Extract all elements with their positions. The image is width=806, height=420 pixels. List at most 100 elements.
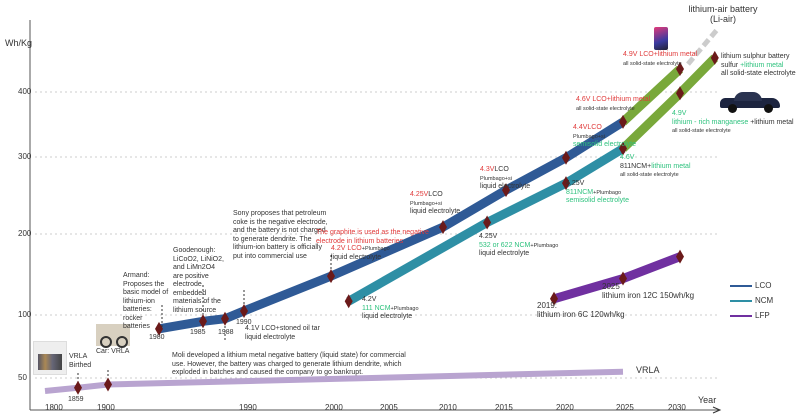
lfp-data-marker xyxy=(619,271,627,286)
ncm-data-marker xyxy=(344,294,353,309)
annotation-line: sulfur +lithium metal xyxy=(721,62,806,71)
year-label-1980: 1980 xyxy=(149,334,165,341)
annotation-text: 4.9V LCO+lithium metal xyxy=(623,51,698,58)
smartphone-image xyxy=(654,27,668,50)
lco-data-marker xyxy=(619,114,627,129)
annotation-text: +Plumbago xyxy=(390,305,419,312)
annotation-text: Sony proposes that petroleum coke is the… xyxy=(233,210,328,260)
annotation-line: 4.6V LCO+lithium metal xyxy=(576,96,686,105)
annotation-line: lithium-air battery xyxy=(688,4,758,14)
annotation-line: 4.4VLCO xyxy=(573,124,673,133)
annotation-text: semisolid electrolyte xyxy=(573,141,637,148)
annotation-line: Plumbago+si xyxy=(573,133,673,142)
annotation-text: all solid-state electrolyte xyxy=(672,128,731,134)
annotation-line: all solid-state electrolyte xyxy=(623,60,733,69)
ncm-data-marker xyxy=(676,86,684,101)
annotation-line: 811NCM+Plumbago xyxy=(566,189,666,198)
annotation-line: semisolid electrolyte xyxy=(573,141,673,150)
y-tick-label: 400 xyxy=(18,87,32,96)
legend-label: NCM xyxy=(755,296,774,305)
y-axis-label: Wh/Kg xyxy=(5,38,33,48)
lco-data-marker xyxy=(676,62,684,77)
legend-swatch xyxy=(730,314,752,317)
data-marker xyxy=(104,377,112,392)
y-tick-label: 200 xyxy=(18,229,32,238)
annotation-text: 811NCM xyxy=(566,188,594,196)
annotation-text: 4.6V LCO+lithium metal xyxy=(576,96,651,103)
legend-item-lfp: LFP xyxy=(730,311,770,320)
x-tick-label: 2030 xyxy=(668,403,686,412)
vintage-car-image xyxy=(96,324,130,348)
annotation-text: liquid electrolyte xyxy=(331,253,382,261)
annotation-text: all solid-state electrolyte xyxy=(721,70,796,77)
annotation-sony: Sony proposes that petroleum coke is the… xyxy=(233,210,333,261)
annotation-line: liquid electrolyte xyxy=(245,334,365,343)
lco-data-marker xyxy=(439,220,447,235)
annotation-text: liquid electrolyte xyxy=(245,333,296,341)
annotation-line: Car: VRLA xyxy=(96,348,156,357)
annotation-line: all solid-state electrolyte xyxy=(721,70,806,79)
annotation-line: 4.1V LCO+stoned oil tar xyxy=(245,325,365,334)
annotation-text: LCO xyxy=(494,166,509,173)
annotation-lco-46: 4.6V LCO+lithium metal all solid-state el… xyxy=(576,96,686,113)
annotation-text: 4.6V xyxy=(620,154,635,161)
annotation-graphite: The graphite is used as the negative ele… xyxy=(316,229,456,246)
lfp-data-marker xyxy=(550,291,558,306)
annotation-line: 4.9V xyxy=(672,110,802,119)
annotation-text: Goodenough: LiCoO2, LiNiO2, and LiMn2O4 … xyxy=(173,247,224,314)
annotation-line: 4.2V LCO+Plumbago xyxy=(331,245,451,254)
ncm-data-marker xyxy=(710,50,719,65)
ncm-series-line xyxy=(346,144,626,306)
annotation-text: 4.3V xyxy=(480,166,495,173)
annotation-line: Goodenough: LiCoO2, LiNiO2, and LiMn2O4 … xyxy=(173,247,227,315)
annotation-text: all solid-state electrolyte xyxy=(576,105,635,112)
annotation-text: Plumbago+si xyxy=(480,175,512,182)
annotation-text: Proposes the basic model of lithium-ion … xyxy=(123,280,169,331)
x-tick-label: 2025 xyxy=(616,403,634,412)
annotation-text: 4.25V xyxy=(566,180,585,187)
lco-data-marker xyxy=(199,314,207,329)
annotation-text: lithium iron 6C 120wh/kg xyxy=(537,310,625,319)
annotation-text: 4.1V LCO+stoned oil tar xyxy=(245,325,320,332)
x-tick-label: 2000 xyxy=(325,403,343,412)
annotation-text: 4.2V xyxy=(362,296,377,303)
x-tick-label: 1990 xyxy=(239,403,257,412)
annotation-line: Moli developed a lithium metal negative … xyxy=(172,352,407,378)
vrla-series-label: VRLA xyxy=(636,365,660,375)
annotation-line: 4.6V xyxy=(620,154,730,163)
annotation-line: liquid electrolyte xyxy=(362,313,482,322)
x-axis-label: Year xyxy=(698,395,717,405)
annotation-line: all solid-state electrolyte xyxy=(672,127,802,136)
annotation-line: all solid-state electrolyte xyxy=(576,105,686,114)
vrla-series-line xyxy=(44,368,624,394)
data-marker xyxy=(74,380,82,395)
annotation-line: VRLA xyxy=(69,353,109,362)
lco-data-marker xyxy=(155,321,163,336)
year-label-1985: 1985 xyxy=(190,329,206,336)
x-tick-label: 2015 xyxy=(495,403,513,412)
legend-label: LFP xyxy=(755,311,770,320)
annotation-lco-49: 4.9V LCO+lithium metal all solid-state el… xyxy=(623,51,733,68)
annotation-text: LCO xyxy=(428,191,443,198)
annotation-text: lithium - rich manganese xyxy=(672,118,751,126)
annotation-text: 532 or 622 NCM xyxy=(479,241,531,249)
annotation-text: 4.4VLCO xyxy=(573,124,602,131)
annotation-text: Plumbago+si xyxy=(573,133,605,140)
annotation-line: 111 NCM+Plumbago xyxy=(362,305,482,314)
year-label-1988: 1988 xyxy=(218,329,234,336)
annotation-moli: Moli developed a lithium metal negative … xyxy=(172,352,407,378)
y-tick-label: 300 xyxy=(18,152,32,161)
annotation-line: lithium iron 6C 120wh/kg xyxy=(537,310,657,319)
annotation-text: liquid electrolyte xyxy=(362,313,413,320)
annotation-text: 4.9V xyxy=(672,110,687,117)
annotation-line: 4.25V xyxy=(479,233,599,242)
annotation-line: Birthed xyxy=(69,362,109,371)
